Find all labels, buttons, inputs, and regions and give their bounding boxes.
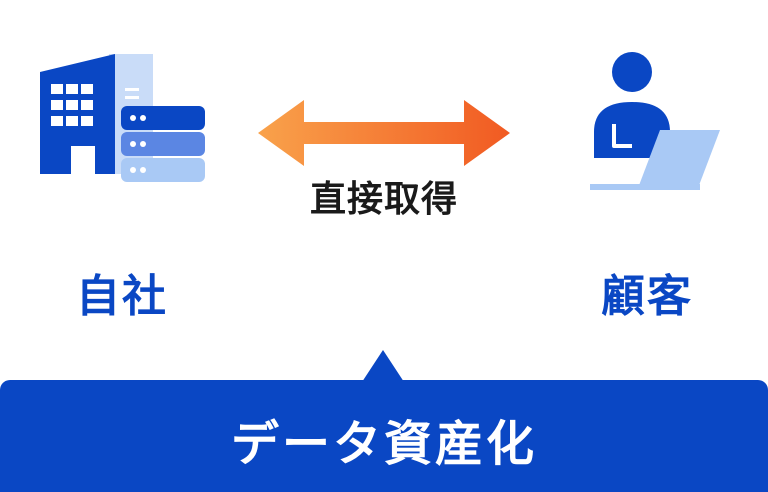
connector-label: 直接取得 bbox=[309, 179, 458, 220]
double-arrow-icon bbox=[258, 100, 510, 166]
company-node bbox=[35, 50, 215, 190]
banner-pointer bbox=[362, 350, 404, 382]
data-asset-banner bbox=[0, 380, 768, 492]
company-label: 自社 bbox=[76, 271, 168, 322]
banner-label: データ資産化 bbox=[230, 416, 537, 472]
connector bbox=[258, 100, 510, 166]
building-server-icon bbox=[40, 54, 205, 182]
customer-label: 顧客 bbox=[601, 271, 693, 322]
customer-node bbox=[580, 50, 730, 200]
person-laptop-icon bbox=[590, 52, 720, 190]
